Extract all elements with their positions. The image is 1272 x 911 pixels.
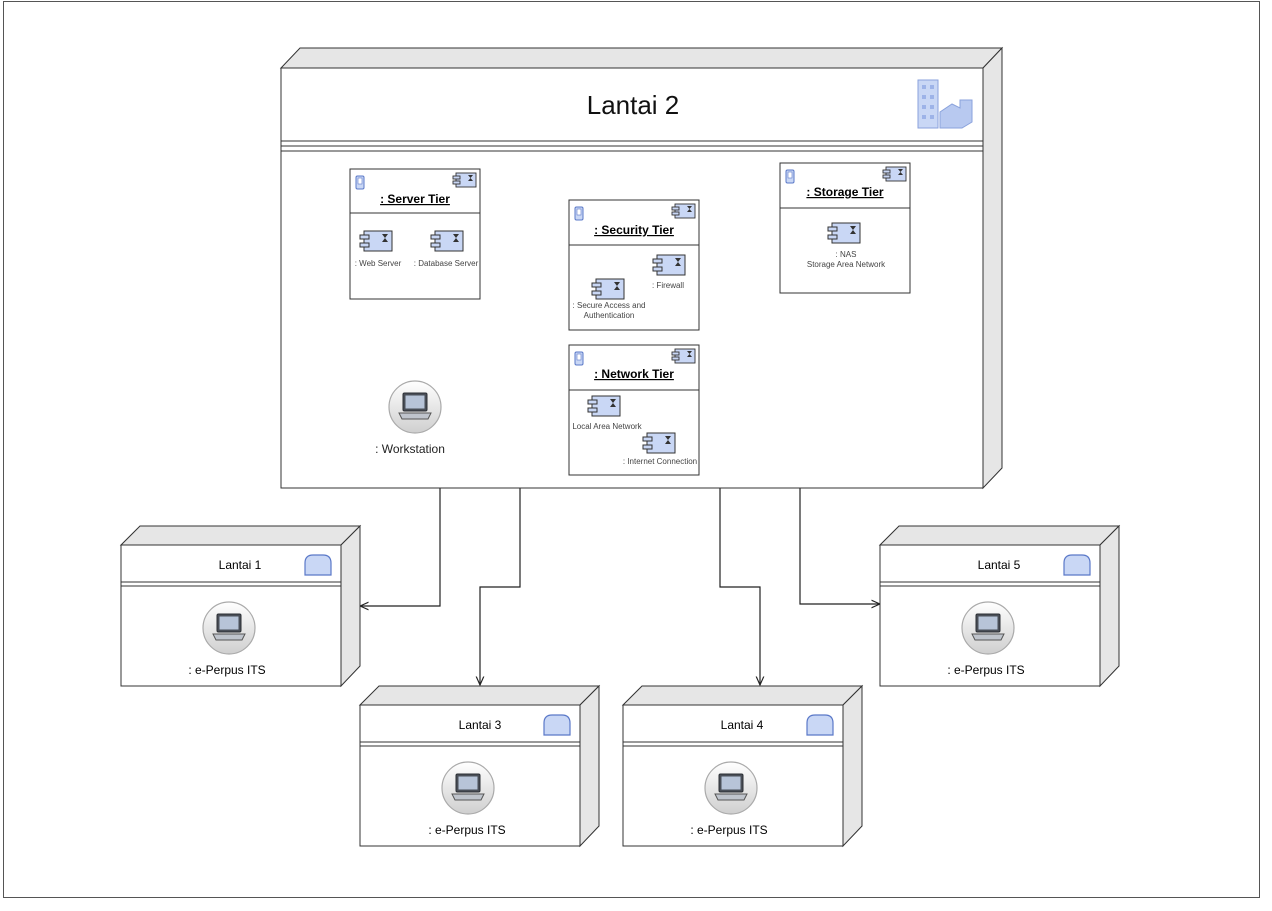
nas-label-line2: Storage Area Network (807, 260, 886, 269)
lan-component-icon (587, 395, 621, 417)
laptop-icon (441, 761, 495, 815)
workstation-label: : Workstation (375, 442, 445, 456)
internet-component-icon (642, 432, 676, 454)
node-lantai-4[interactable]: Lantai 4 : e-Perpus ITS (621, 684, 864, 848)
cloud-icon (806, 714, 834, 736)
connector-lantai3 (480, 488, 521, 685)
cloud-icon (543, 714, 571, 736)
server-tier[interactable]: : Server Tier : Web Server : Database Se… (349, 168, 481, 300)
device-icon (574, 206, 584, 221)
node-lantai-1[interactable]: Lantai 1 : e-Perpus ITS (119, 524, 362, 688)
cloud-icon (1063, 554, 1091, 576)
device-icon (574, 351, 584, 366)
network-tier-title: : Network Tier (594, 367, 674, 381)
component-icon (452, 172, 477, 188)
node-title: Lantai 5 (978, 558, 1021, 572)
laptop-icon (388, 380, 442, 434)
firewall-component-icon (652, 254, 686, 276)
nas-label-line1: : NAS (836, 250, 857, 259)
storage-tier-title: : Storage Tier (806, 185, 883, 199)
node-title: Lantai 2 (587, 90, 680, 120)
device-icon (785, 169, 795, 184)
diagram-frame (3, 1, 1260, 898)
component-icon (882, 166, 907, 182)
internet-label: : Internet Connection (623, 457, 697, 466)
web-server-component-icon (359, 230, 393, 252)
node-lantai-2[interactable]: Lantai 2 : Server Tier : Web Server : Da… (279, 46, 1004, 490)
database-server-label: : Database Server (414, 259, 479, 268)
connector-lantai1 (360, 488, 441, 606)
app-label: : e-Perpus ITS (947, 663, 1024, 677)
node-lantai-5[interactable]: Lantai 5 : e-Perpus ITS (878, 524, 1121, 688)
workstation[interactable]: : Workstation (375, 380, 445, 456)
building-icon (917, 79, 973, 129)
device-icon (355, 175, 365, 190)
firewall-label: : Firewall (652, 281, 684, 290)
laptop-icon (961, 601, 1015, 655)
network-tier[interactable]: : Network Tier Local Area Network : Inte… (568, 344, 700, 476)
lan-label: Local Area Network (572, 422, 642, 431)
nas-component-icon (827, 222, 861, 244)
web-server-label: : Web Server (355, 259, 402, 268)
laptop-icon (202, 601, 256, 655)
component-icon (671, 348, 696, 364)
laptop-icon (704, 761, 758, 815)
secure-access-label-line2: Authentication (584, 311, 635, 320)
app-label: : e-Perpus ITS (188, 663, 265, 677)
security-tier[interactable]: : Security Tier : Firewall : Secure Acce… (568, 199, 700, 331)
security-tier-title: : Security Tier (594, 223, 674, 237)
node-title: Lantai 1 (219, 558, 262, 572)
cloud-icon (304, 554, 332, 576)
node-title: Lantai 4 (721, 718, 764, 732)
app-label: : e-Perpus ITS (428, 823, 505, 837)
server-tier-title: : Server Tier (380, 192, 450, 206)
secure-access-label-line1: : Secure Access and (573, 301, 646, 310)
component-icon (671, 203, 696, 219)
connector-lantai5 (799, 488, 880, 604)
database-server-component-icon (430, 230, 464, 252)
node-lantai-3[interactable]: Lantai 3 : e-Perpus ITS (358, 684, 601, 848)
app-label: : e-Perpus ITS (690, 823, 767, 837)
storage-tier[interactable]: : Storage Tier : NAS Storage Area Networ… (779, 162, 911, 294)
secure-access-component-icon (591, 278, 625, 300)
node-title: Lantai 3 (459, 718, 502, 732)
connector-lantai4 (719, 488, 760, 685)
